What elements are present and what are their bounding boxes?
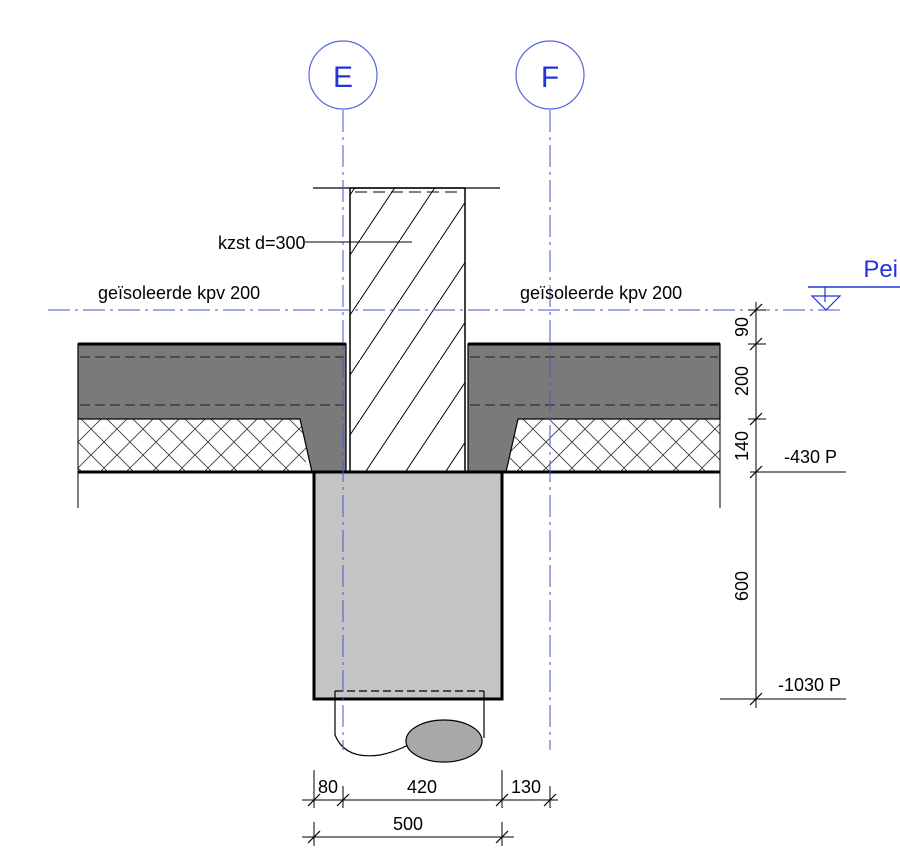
dim-90: 90	[732, 317, 752, 337]
horizontal-dimension-top: 80 420 130	[302, 770, 558, 808]
vertical-dimension: 90 200 140 600	[720, 302, 846, 708]
level-marker-pei: Pei	[808, 256, 900, 311]
wall-label: kzst d=300	[218, 233, 306, 253]
dim-130: 130	[511, 777, 541, 797]
pipe-section	[405, 719, 483, 763]
elevation-floor-bottom: -430 P	[784, 447, 837, 467]
insulation-left	[78, 419, 306, 472]
insulation-right	[510, 419, 720, 472]
wall-section	[349, 187, 466, 473]
grid-axis-e: E	[308, 40, 378, 110]
grid-axis-e-label: E	[333, 61, 353, 94]
foundation-beam	[312, 470, 504, 701]
dim-200: 200	[732, 366, 752, 396]
dim-500: 500	[393, 814, 423, 834]
dim-420: 420	[407, 777, 437, 797]
floor-label-right: geïsoleerde kpv 200	[520, 283, 682, 303]
grid-axis-f-label: F	[541, 61, 559, 94]
floor-label-left: geïsoleerde kpv 200	[98, 283, 260, 303]
horizontal-dimension-total: 500	[302, 814, 514, 846]
dim-600: 600	[732, 571, 752, 601]
grid-axis-f: F	[515, 40, 585, 110]
elevation-foundation-bottom: -1030 P	[778, 675, 841, 695]
pile-outline	[334, 691, 409, 757]
level-label-pei: Pei	[863, 256, 898, 283]
dim-140: 140	[732, 431, 752, 461]
dim-80: 80	[318, 777, 338, 797]
